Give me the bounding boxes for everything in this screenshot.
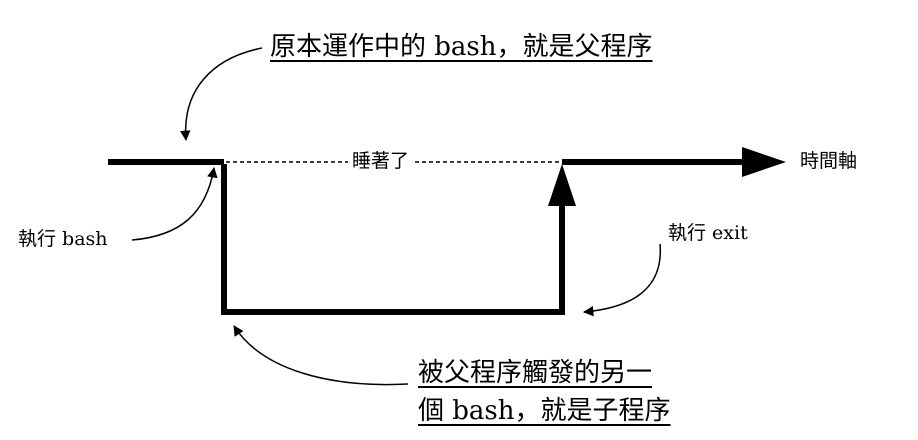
child-return-arrowhead	[548, 164, 576, 206]
parent-process-label: 原本運作中的 bash，就是父程序	[270, 32, 653, 62]
child-process-label-line2: 個 bash，就是子程序	[418, 396, 671, 426]
timeline-label: 時間軸	[800, 150, 858, 172]
child-pointer-arrow	[233, 325, 409, 386]
run-exit-label: 執行 exit	[668, 222, 748, 244]
run-bash-label: 執行 bash	[18, 228, 108, 250]
run-bash-pointer-arrow	[131, 166, 218, 241]
child-process-label-line1: 被父程序觸發的另一	[418, 358, 653, 388]
sleeping-label: 睡著了	[348, 152, 414, 171]
timeline-arrowhead	[742, 147, 786, 177]
run-exit-pointer-arrow	[582, 243, 661, 317]
parent-pointer-arrow	[180, 47, 263, 142]
child-process-path	[221, 164, 565, 315]
